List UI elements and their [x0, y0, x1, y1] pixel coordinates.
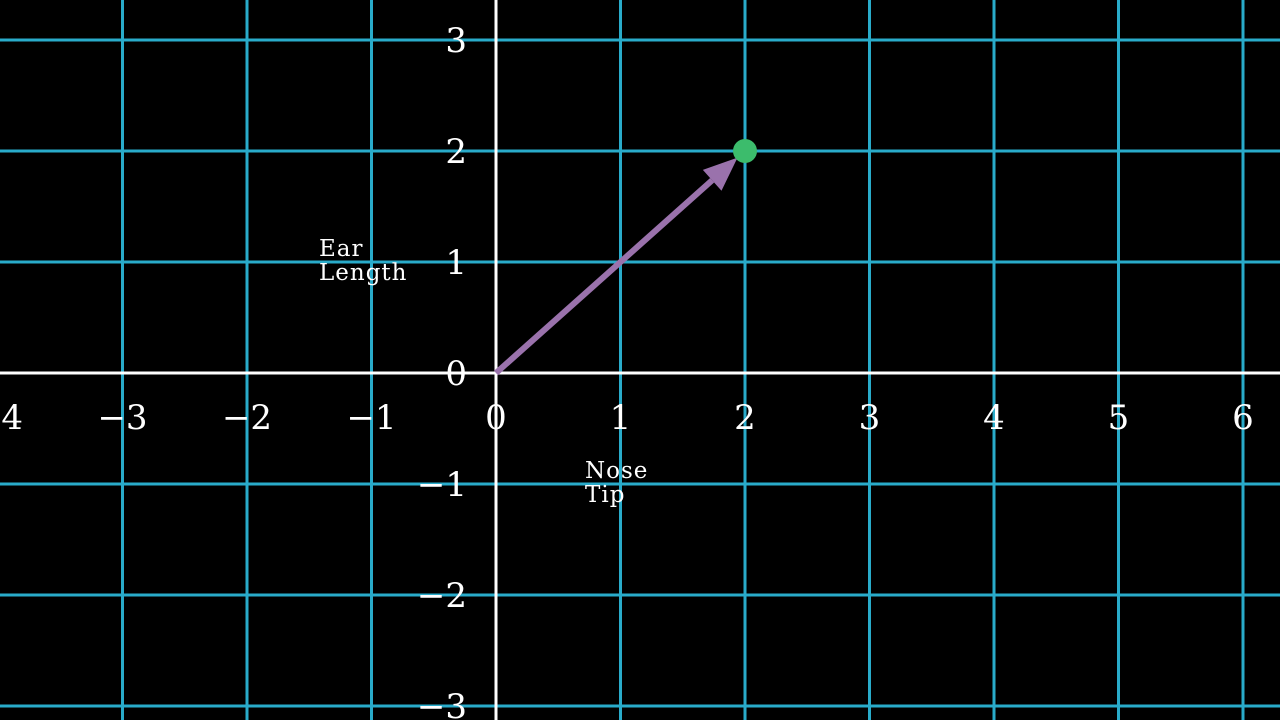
- x-axis-label-line-1: Nose: [585, 458, 648, 484]
- x-tick-label: 5: [1108, 398, 1130, 438]
- x-tick-label: 1: [610, 398, 632, 438]
- vector-arrowhead: [702, 157, 738, 191]
- x-axis-label: Nose Tip: [585, 458, 648, 508]
- y-tick-label: −1: [417, 465, 467, 505]
- y-tick-label: 1: [445, 243, 467, 283]
- y-tick-label: −2: [417, 576, 467, 616]
- y-axis-label-line-2: Length: [319, 260, 407, 286]
- x-tick-label: 2: [734, 398, 756, 438]
- y-tick-label: −3: [417, 687, 467, 720]
- y-axis-label-line-1: Ear: [319, 236, 364, 262]
- y-tick-label: 3: [445, 21, 467, 61]
- x-tick-label: −1: [346, 398, 396, 438]
- tick-labels: −4 −3 −2 −1 0 1 2 3 4 5 6 3 2 1 0 −1 −2 −3: [0, 21, 1254, 720]
- y-axis-label: Ear Length: [319, 236, 407, 286]
- x-tick-label: 4: [983, 398, 1005, 438]
- data-point: [733, 139, 757, 163]
- x-tick-label: −2: [222, 398, 272, 438]
- x-tick-label: 3: [859, 398, 881, 438]
- vector-shaft: [494, 178, 715, 376]
- x-tick-label: −4: [0, 398, 23, 438]
- x-axis-label-line-2: Tip: [585, 482, 625, 508]
- x-tick-label: 0: [485, 398, 507, 438]
- y-tick-label: 0: [445, 354, 467, 394]
- y-tick-label: 2: [445, 132, 467, 172]
- x-tick-label: −3: [97, 398, 147, 438]
- x-tick-label: 6: [1232, 398, 1254, 438]
- vector: [494, 139, 757, 376]
